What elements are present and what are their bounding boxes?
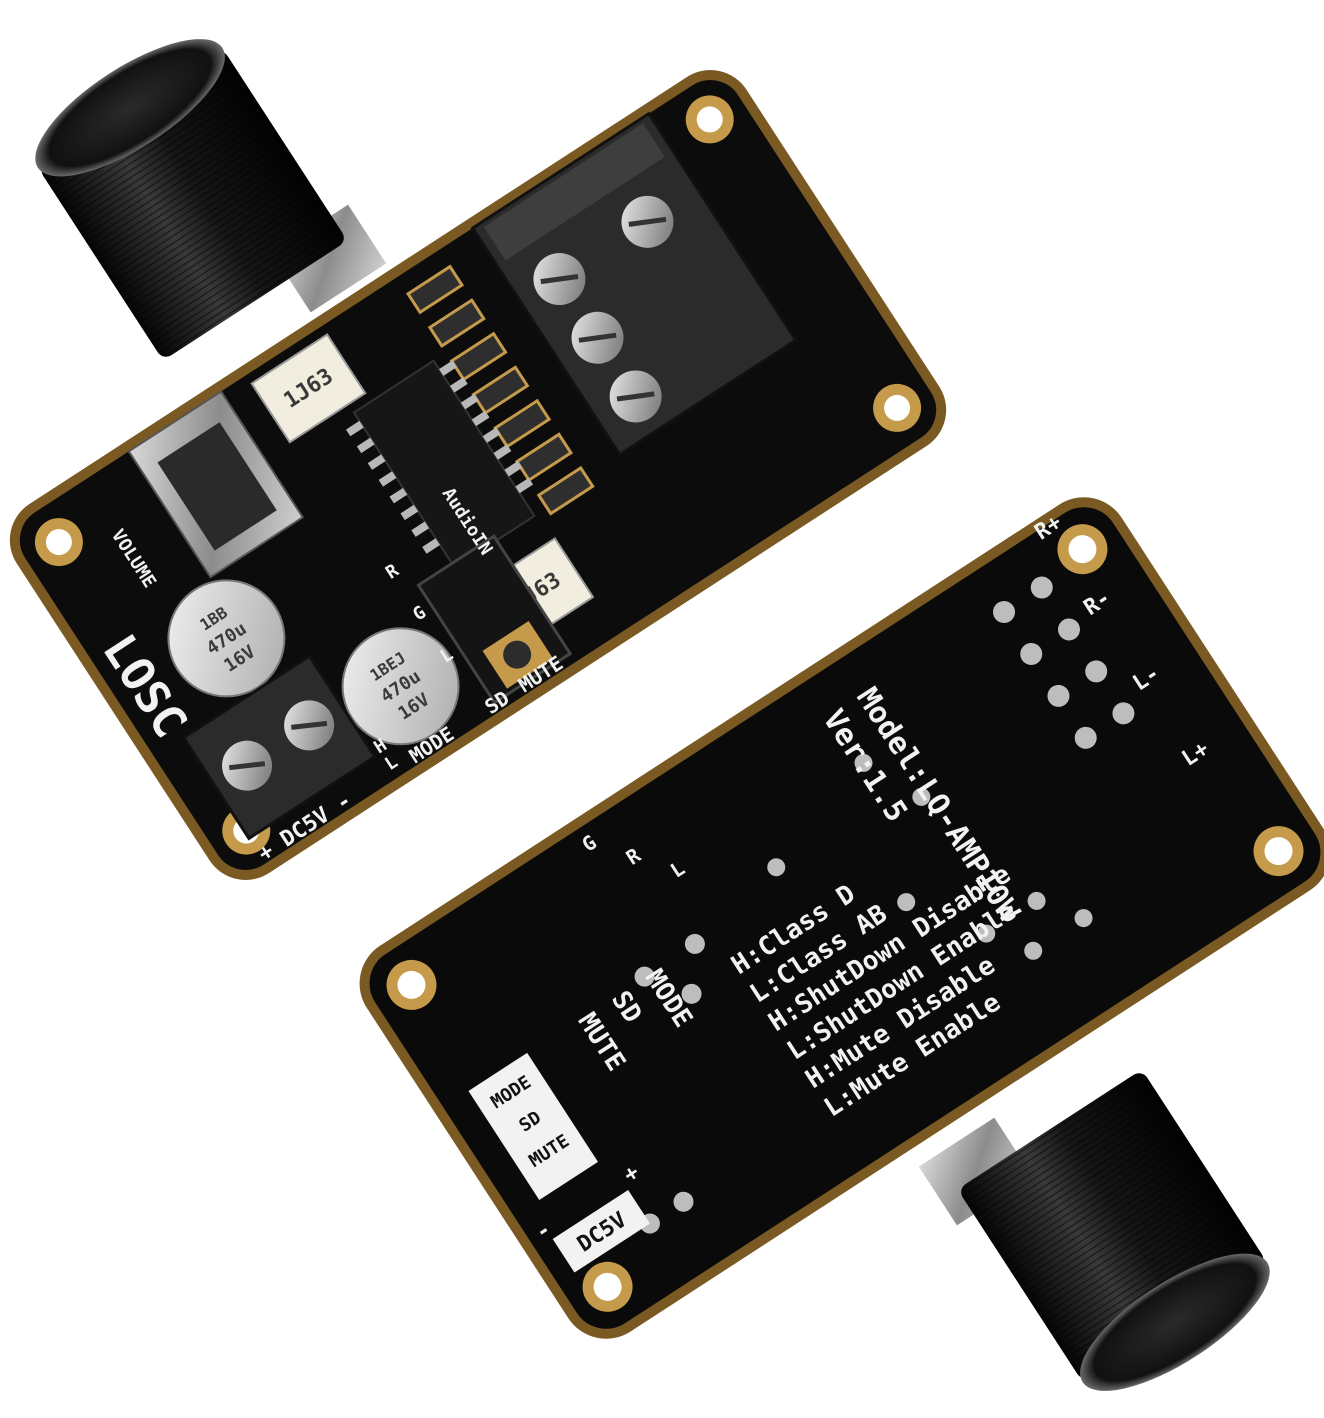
front-board: 1J63 1J63 1BB 470u 16V 1BEJ 470u 16V <box>9 70 947 880</box>
capacitor-2: 1BEJ 470u 16V <box>341 627 460 746</box>
power-terminal-block <box>181 653 377 841</box>
back-pcb <box>359 497 1324 1339</box>
back-board: Model:LQ-AMP10W Ver:1.5 R+ R- L- L+ G R … <box>359 497 1324 1339</box>
inductor-1: 1J63 <box>250 333 367 444</box>
output-terminal-block <box>470 111 798 457</box>
smd-components <box>405 264 595 516</box>
audio-jack <box>416 534 573 705</box>
back-mount-holes <box>386 524 1304 1312</box>
pin-box: MODE SD MUTE <box>468 1052 598 1201</box>
capacitor-1: 1BB 470u 16V <box>167 579 286 698</box>
volume-knob-front[interactable] <box>16 3 387 394</box>
volume-knob-back[interactable] <box>918 1036 1289 1418</box>
